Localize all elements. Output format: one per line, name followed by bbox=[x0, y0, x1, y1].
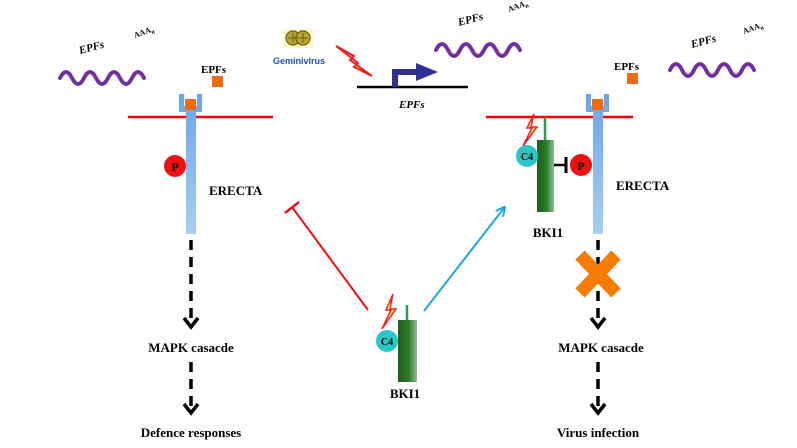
c4-protein-center bbox=[376, 330, 398, 352]
epfs-mrna-right bbox=[668, 62, 756, 78]
activation-arrow bbox=[423, 208, 504, 312]
arrowhead-left-2 bbox=[182, 402, 200, 416]
epfs-mrna-center bbox=[434, 42, 522, 58]
mapk-label-left: MAPK casacde bbox=[148, 340, 234, 355]
arrowhead-right-2 bbox=[589, 402, 607, 416]
epfs-ligand-label-right: EPFs bbox=[614, 61, 640, 73]
bki1-label-right: BKI1 bbox=[533, 225, 563, 240]
phosphate-left bbox=[164, 155, 186, 177]
geminivirus-label: Geminivirus bbox=[273, 56, 325, 66]
erecta-receptor-right bbox=[586, 94, 609, 234]
lightning-bolt-right bbox=[522, 113, 539, 147]
epfs-ligand-right bbox=[627, 73, 638, 84]
c4-protein-right bbox=[516, 145, 538, 167]
erecta-label-right: ERECTA bbox=[616, 178, 670, 193]
epfs-ligand-label-left: EPFs bbox=[201, 64, 227, 76]
epfs-mrna-label-left: EPFs bbox=[77, 39, 106, 57]
c4-label-center: C4 bbox=[381, 337, 393, 348]
lightning-bolt-center bbox=[381, 293, 398, 330]
arrowhead-right-1 bbox=[589, 316, 607, 330]
erecta-receptor-left bbox=[179, 94, 202, 234]
promoter-arrow bbox=[392, 69, 420, 87]
epfs-mrna-label-right: EPFs bbox=[689, 33, 718, 51]
polya-label-center: AAAn bbox=[507, 0, 531, 16]
bki1-protein-center bbox=[398, 320, 417, 382]
inhibition-bar bbox=[284, 201, 300, 214]
epfs-ligand-left bbox=[212, 76, 223, 87]
bki1-protein-right bbox=[537, 140, 554, 212]
epfs-gene-label: EPFs bbox=[398, 99, 425, 111]
bound-ligand-left bbox=[185, 99, 196, 110]
phosphate-label-left: P bbox=[171, 160, 178, 174]
polya-label-left: AAAn bbox=[133, 24, 157, 42]
epfs-mrna-left bbox=[58, 70, 146, 86]
bound-ligand-right bbox=[592, 99, 603, 110]
phosphate-right bbox=[570, 154, 592, 176]
erecta-label-left: ERECTA bbox=[209, 183, 263, 198]
mapk-label-right: MAPK casacde bbox=[558, 340, 644, 355]
block-cross-icon bbox=[575, 250, 621, 298]
phosphate-label-right: P bbox=[577, 159, 584, 173]
epfs-mrna-label-center: EPFs bbox=[456, 11, 485, 29]
c4-label-right: C4 bbox=[521, 152, 533, 163]
promoter-arrowhead bbox=[416, 63, 438, 81]
polya-label-right: AAAn bbox=[742, 20, 766, 38]
defence-label: Defence responses bbox=[141, 425, 242, 440]
virus-infection-label: Virus infection bbox=[557, 425, 640, 440]
arrowhead-left-1 bbox=[182, 316, 200, 330]
inhibition-line bbox=[291, 206, 369, 311]
bki1-label-center: BKI1 bbox=[390, 386, 420, 401]
lightning-bolt-top bbox=[335, 45, 373, 77]
geminivirus-icon bbox=[283, 29, 313, 48]
